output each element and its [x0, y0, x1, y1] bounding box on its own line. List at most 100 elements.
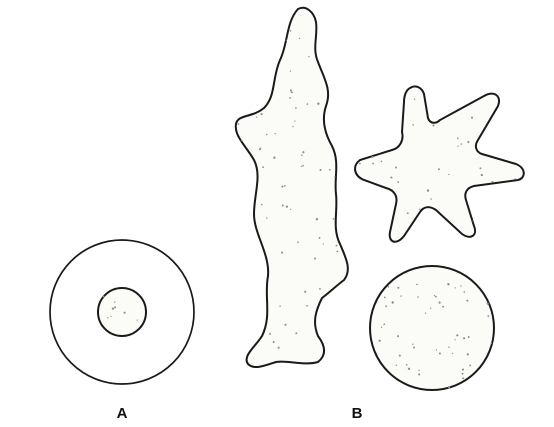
stipple-dot [439, 352, 441, 354]
stipple-dot [392, 301, 394, 303]
stipple-dot [292, 126, 293, 127]
stipple-dot [307, 103, 309, 105]
stipple-dot [462, 369, 464, 371]
stipple-dot [469, 365, 471, 367]
stipple-dot [319, 237, 321, 239]
stipple-dot [317, 103, 319, 105]
stipple-dot [447, 283, 449, 285]
stipple-dot [430, 198, 432, 200]
stipple-dot [112, 307, 114, 309]
stipple-dot [413, 347, 415, 349]
stipple-dot [290, 89, 292, 91]
label-b: B [352, 405, 363, 422]
stipple-dot [319, 288, 321, 290]
stipple-dot [491, 342, 493, 344]
stipple-dot [384, 297, 386, 299]
stipple-dot [291, 91, 293, 93]
stipple-dot [297, 241, 299, 243]
stipple-dot [412, 344, 413, 345]
stipple-dot [397, 181, 399, 183]
stipple-dot [456, 334, 458, 336]
stipple-dot [468, 336, 470, 338]
stipple-dot [275, 133, 276, 134]
stipple-dot [463, 337, 465, 339]
stipple-dot [381, 327, 382, 328]
stipple-dot [471, 220, 473, 222]
stipple-dot [281, 186, 283, 188]
stipple-dot [435, 296, 437, 298]
stipple-dot [397, 335, 399, 337]
stipple-dot [329, 169, 331, 171]
stipple-dot [314, 258, 316, 260]
stipple-dot [418, 370, 419, 371]
stipple-dot [425, 312, 426, 313]
stipple-dot [457, 145, 458, 146]
stipple-dot [284, 185, 286, 187]
stipple-dot [286, 40, 287, 41]
stipple-dot [399, 355, 401, 357]
stipple-dot [110, 316, 111, 317]
stipple-dot [286, 205, 288, 207]
stipple-dot [487, 302, 489, 304]
stipple-dot [261, 113, 263, 115]
stipple-dot [336, 245, 338, 247]
stipple-dot [278, 347, 280, 349]
stipple-dot [107, 317, 108, 318]
stipple-dot [448, 174, 449, 175]
stipple-dot [397, 287, 399, 289]
stipple-dot [302, 165, 304, 167]
stipple-dot [114, 301, 115, 302]
stipple-dot [432, 124, 434, 126]
stipple-dot [269, 333, 271, 335]
stipple-dot [417, 296, 419, 298]
stipple-dot [414, 98, 415, 99]
stipple-dot [408, 368, 410, 370]
stipple-dot [323, 243, 324, 244]
stipple-dot [460, 285, 461, 286]
stipple-dot [337, 251, 339, 253]
stipple-dot [281, 252, 283, 254]
stipple-dot [388, 286, 390, 288]
stipple-dot [282, 205, 284, 207]
stipple-dot [284, 324, 286, 326]
stipple-dot [137, 320, 138, 321]
stipple-dot [406, 364, 408, 366]
stipple-dot [279, 305, 280, 306]
stipple-dot [383, 323, 385, 325]
stipple-dot [455, 287, 456, 288]
stipple-dot [462, 373, 464, 375]
stipple-dot [238, 123, 240, 125]
stipple-dot [452, 353, 453, 354]
stipple-dot [262, 166, 264, 168]
stipple-dot [448, 386, 450, 388]
stipple-dot [427, 189, 429, 191]
stipple-dot [302, 151, 304, 153]
stipple-dot [290, 70, 291, 71]
panel-b [236, 8, 524, 390]
stipple-dot [273, 157, 275, 159]
stipple-dot [487, 315, 489, 317]
stipple-dot [299, 38, 300, 39]
stipple-dot [471, 117, 473, 119]
stipple-dot [419, 209, 420, 210]
stipple-dot [241, 140, 243, 142]
stipple-dot [430, 308, 431, 309]
stipple-dot [301, 155, 303, 157]
stipple-dot [462, 377, 464, 379]
stipple-dot [390, 177, 392, 179]
stipple-dot [385, 305, 387, 307]
stipple-dot [256, 116, 257, 117]
stipple-dot [334, 176, 335, 177]
stipple-dot [273, 341, 275, 343]
stipple-dot [301, 166, 302, 167]
stipple-dot [333, 218, 335, 220]
stipple-dot [442, 306, 444, 308]
stipple-dot [479, 167, 481, 169]
stipple-dot [266, 217, 267, 218]
stipple-dot [412, 124, 414, 126]
stipple-dot [371, 156, 373, 158]
stippled-circle [370, 266, 494, 390]
stipple-dot [396, 365, 397, 366]
stipple-dot [295, 332, 297, 334]
